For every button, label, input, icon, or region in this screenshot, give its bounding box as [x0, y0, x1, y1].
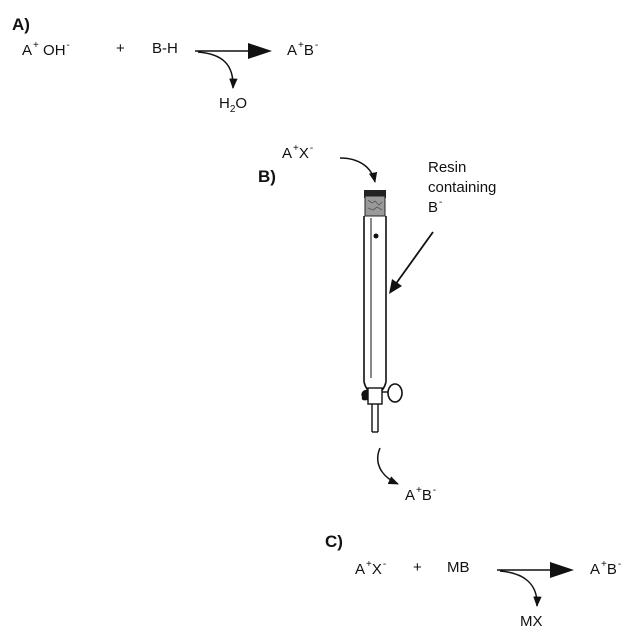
reactant-c1: A+X-	[355, 559, 387, 578]
arrowhead-c	[550, 562, 574, 578]
chromatography-column	[361, 190, 403, 433]
resin-pointer-arrow	[394, 231, 434, 286]
output-arrow-b	[377, 447, 399, 485]
input-b: A+X-	[282, 143, 314, 162]
resin-label: Resin containing B-	[428, 159, 497, 216]
label-c: C)	[325, 532, 343, 551]
byproduct-arrow-c	[499, 570, 542, 608]
input-arrow-b	[339, 157, 378, 184]
label-a: A)	[12, 15, 30, 34]
plus-c: +	[413, 559, 422, 576]
reactant-c2: MB	[447, 559, 470, 576]
reactant-a2: B-H	[152, 40, 178, 57]
reactant-a1: A+ OH-	[22, 40, 70, 59]
label-b: B)	[258, 167, 276, 186]
byproduct-c: MX	[520, 613, 543, 630]
plus-a: +	[116, 40, 125, 57]
product-c: A+B-	[590, 559, 622, 578]
resin-pointer-head	[389, 279, 402, 294]
byproduct-a: H2O	[219, 95, 248, 115]
arrowhead-a	[248, 43, 272, 59]
product-a: A+B-	[287, 40, 319, 59]
output-b: A+B-	[405, 485, 437, 504]
byproduct-arrow-a	[197, 51, 238, 90]
